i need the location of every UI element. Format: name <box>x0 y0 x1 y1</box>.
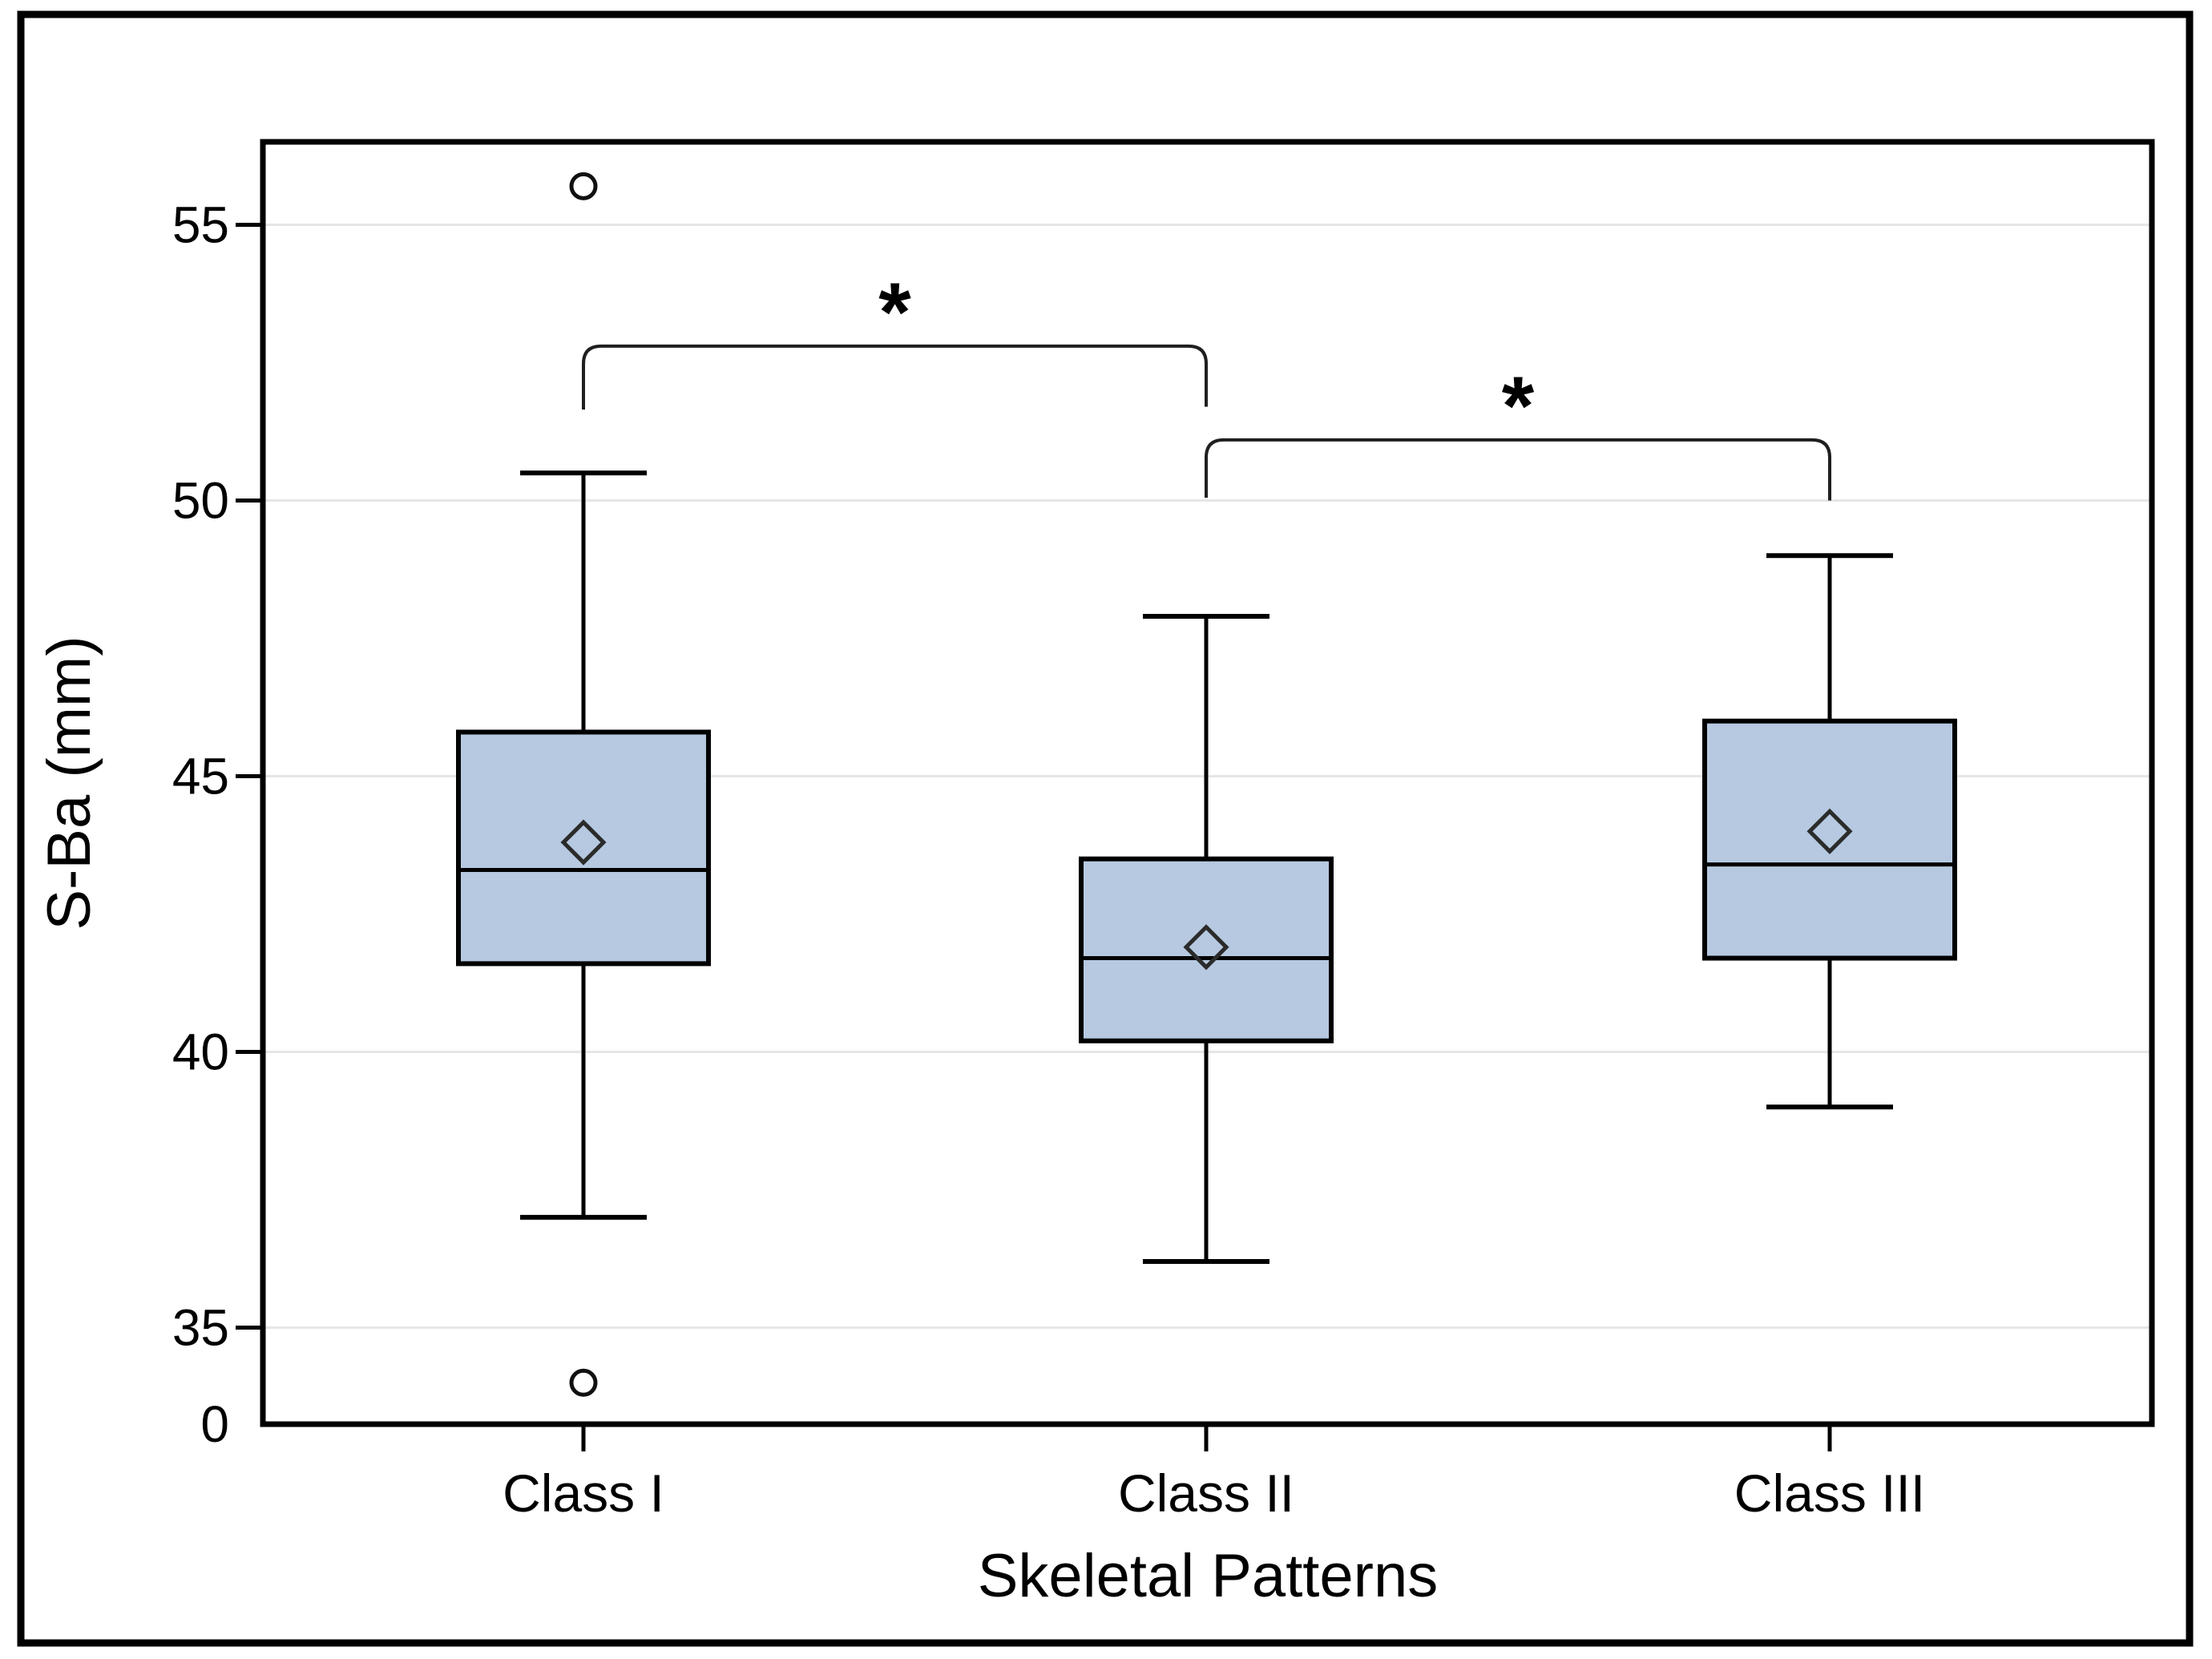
y-tick-label: 55 <box>172 196 229 254</box>
significance-star: * <box>1502 360 1535 453</box>
mean-diamond-marker <box>560 819 607 866</box>
y-tick-label: 50 <box>172 472 229 530</box>
y-tick-label: 45 <box>172 748 229 805</box>
box-group <box>1702 553 1957 1110</box>
y-tick-label: 35 <box>172 1299 229 1357</box>
box-group <box>456 172 711 1397</box>
iqr-box <box>1079 856 1334 1043</box>
mean-diamond-marker <box>1183 924 1229 971</box>
significance-brackets: ** <box>582 266 1831 501</box>
category-label: Class II <box>1118 1463 1294 1523</box>
box-series <box>456 172 1957 1397</box>
significance-bracket <box>1205 438 1831 501</box>
iqr-box <box>456 729 711 967</box>
significance-bracket <box>582 344 1208 410</box>
outlier-point <box>569 172 598 200</box>
figure-border <box>17 10 2194 1647</box>
x-axis-title: Skeletal Patterns <box>978 1542 1439 1610</box>
y-origin-label: 0 <box>200 1395 229 1453</box>
x-axis-ticks: Class I Class II Class III <box>503 1424 1925 1523</box>
y-axis-ticks: 55 50 45 40 35 0 <box>172 196 263 1453</box>
significance-star: * <box>878 266 911 359</box>
category-label: Class III <box>1734 1463 1925 1523</box>
box-group <box>1079 613 1334 1264</box>
y-tick-label: 40 <box>172 1023 229 1081</box>
mean-diamond-marker <box>1806 808 1853 854</box>
outlier-point <box>569 1368 598 1397</box>
category-label: Class I <box>503 1463 664 1523</box>
y-axis-title: S-Ba (mm) <box>35 636 103 930</box>
iqr-box <box>1702 718 1957 961</box>
